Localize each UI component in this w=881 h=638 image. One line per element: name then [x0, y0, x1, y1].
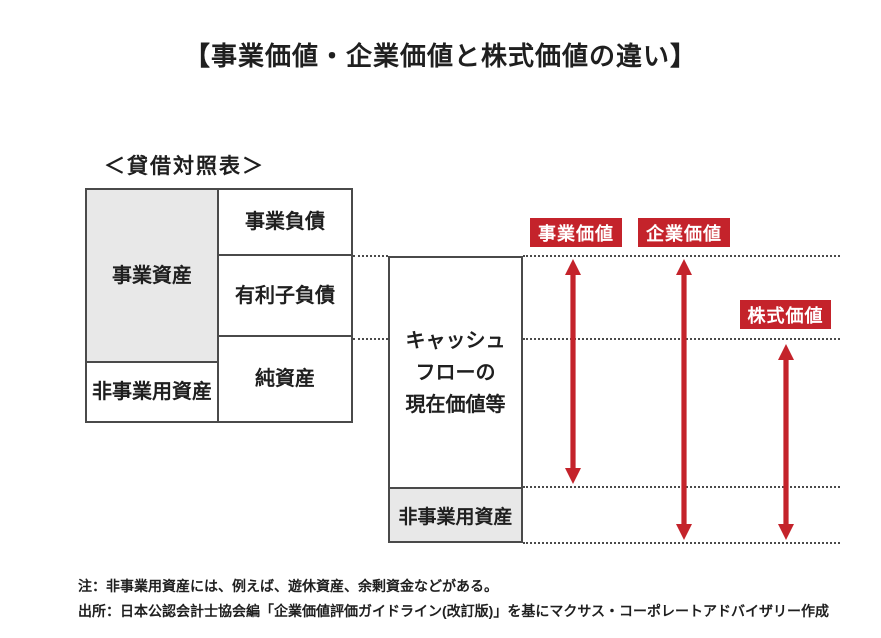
cell-net-assets: 純資産 [219, 337, 351, 421]
balance-sheet-box: 事業資産 非事業用資産 事業負債 有利子負債 純資産 [85, 188, 353, 423]
cash-flow-line-1: キャッシュ [405, 329, 506, 352]
business-value-label: 事業価値 [538, 223, 614, 244]
equity-value-badge: 株式価値 [740, 300, 831, 329]
dotted-line-business-liability-level-right [523, 255, 840, 257]
cell-interest-bearing-debt: 有利子負債 [219, 256, 351, 337]
interest-bearing-debt-label: 有利子負債 [235, 284, 335, 307]
business-liabilities-label: 事業負債 [245, 211, 325, 233]
valuation-box: キャッシュ フローの 現在価値等 非事業用資産 [388, 256, 523, 543]
enterprise-value-badge: 企業価値 [638, 218, 730, 247]
valuation-non-business-assets-label: 非事業用資産 [398, 506, 513, 528]
non-business-assets-label: 非事業用資産 [92, 381, 212, 403]
source-note: 出所：日本公認会計士協会編「企業価値評価ガイドライン(改訂版)」を基にマクサス・… [78, 603, 830, 619]
cell-cash-flow-present-value: キャッシュ フローの 現在価値等 [390, 258, 521, 489]
dotted-line-business-liability-level-left [353, 255, 388, 257]
net-assets-label: 純資産 [255, 368, 315, 390]
cell-business-liabilities: 事業負債 [219, 190, 351, 256]
cell-non-business-assets: 非事業用資産 [87, 363, 217, 421]
cash-flow-line-2: フローの [415, 361, 496, 384]
cash-flow-line-3: 現在価値等 [405, 393, 506, 416]
balance-sheet-label: ＜貸借対照表＞ [104, 155, 265, 178]
balance-sheet-assets-column: 事業資産 非事業用資産 [87, 190, 219, 421]
page-title: 【事業価値・企業価値と株式価値の違い】 [183, 41, 697, 71]
dotted-line-box-bottom-level [523, 542, 840, 544]
enterprise-value-arrow-icon [676, 259, 692, 540]
cell-business-assets: 事業資産 [87, 190, 217, 363]
equity-value-label: 株式価値 [747, 305, 824, 326]
business-value-badge: 事業価値 [530, 218, 622, 247]
business-assets-label: 事業資産 [112, 264, 192, 287]
enterprise-value-label: 企業価値 [646, 223, 722, 244]
dotted-line-interest-debt-level-left [353, 338, 388, 340]
cell-valuation-non-business-assets: 非事業用資産 [390, 489, 521, 541]
equity-value-arrow-icon [778, 344, 794, 540]
business-value-arrow-icon [565, 259, 581, 484]
footnote: 注：非事業用資産には、例えば、遊休資産、余剰資金などがある。 [78, 578, 498, 594]
balance-sheet-liabilities-column: 事業負債 有利子負債 純資産 [219, 190, 351, 421]
